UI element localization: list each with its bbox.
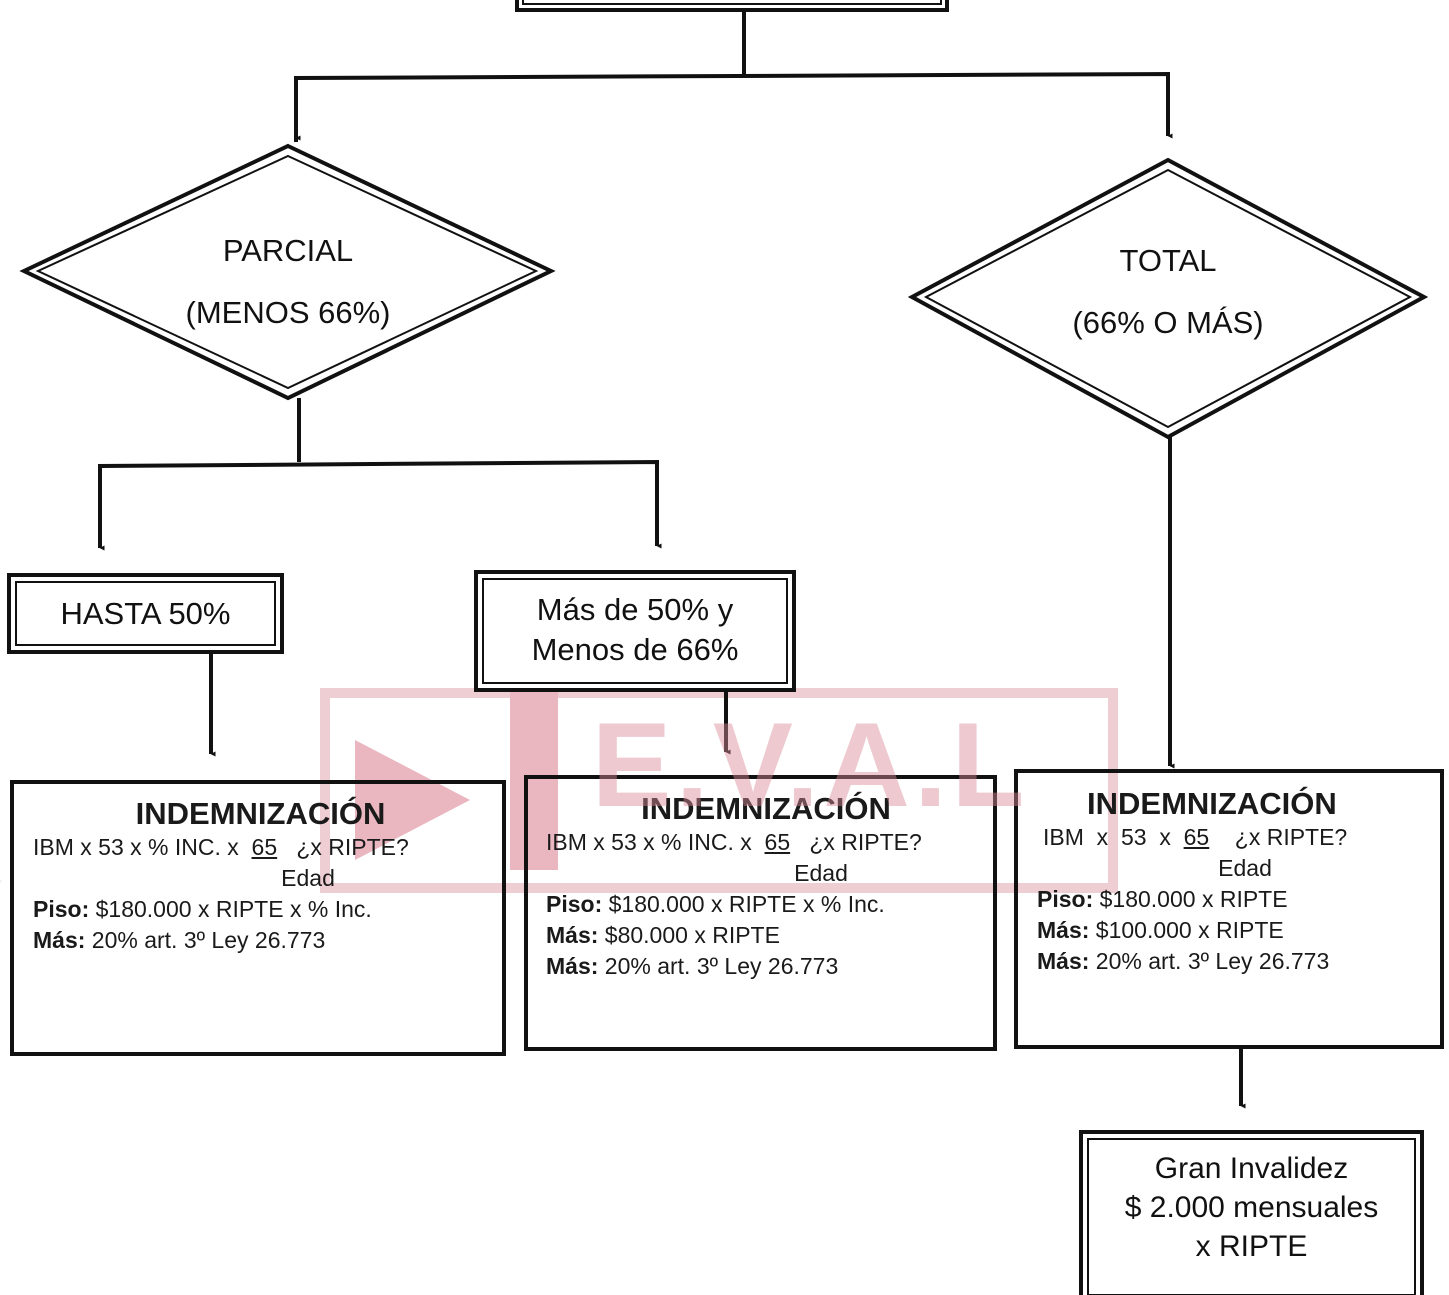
gran-invalidez-line2: $ 2.000 mensuales [1124,1191,1379,1224]
decision-total-line1: TOTAL [1119,243,1217,278]
indem-1-formula-pre: IBM x 53 x % INC. x [33,834,239,860]
indem-2-item-0-label: Piso: [546,891,603,917]
indem-3-formula-pre: IBM x 53 x [1043,824,1171,850]
indem-3-item-2-label: Más: [1037,948,1090,974]
indem-1-title: INDEMNIZACIÓN [135,796,386,831]
range-mas50-line1: Más de 50% y [536,592,734,627]
indem-2-item-2-text: 20% art. 3º Ley 26.773 [604,953,839,979]
indem-2-item-1-label: Más: [546,922,599,948]
range-mas50-box [474,570,796,692]
indem-3-item-2-text: 20% art. 3º Ley 26.773 [1095,948,1330,974]
decision-parcial-line1: PARCIAL [222,233,354,268]
watermark-text: E.V.A.L [591,698,1029,832]
indem-2-content: INDEMNIZACIÓN IBM x 53 x % INC. x 65 ¿x … [546,791,986,982]
indem-3-item-1: Más: $100.000 x RIPTE [1037,915,1437,946]
indem-3-item-2: Más: 20% art. 3º Ley 26.773 [1037,946,1437,977]
parcial-connector [98,398,659,546]
indem-3-item-0-label: Piso: [1037,886,1094,912]
indem-3-item-1-label: Más: [1037,917,1090,943]
indem-3-formula: IBM x 53 x 65 ¿x RIPTE? [1037,822,1437,853]
range-hasta50-box [7,573,284,654]
range-mas50-label: Más de 50% y Menos de 66% [483,590,787,670]
indem-box-1 [10,780,506,1056]
indem-1-formula-post: ¿x RIPTE? [296,834,409,860]
indem-2-item-1-text: $80.000 x RIPTE [604,922,780,948]
indem-3-formula-post: ¿x RIPTE? [1234,824,1348,850]
indem-3-item-1-text: $100.000 x RIPTE [1095,917,1284,943]
indem-3-content: INDEMNIZACIÓN IBM x 53 x 65 ¿x RIPTE? Ed… [1037,786,1437,977]
top-box [515,0,949,12]
indem-1-item-1: Más: 20% art. 3º Ley 26.773 [33,925,488,956]
gran-invalidez-line3: x RIPTE [1195,1230,1308,1263]
range-hasta50-label: HASTA 50% [60,596,231,631]
indem-3-formula-num: 65 [1183,824,1210,850]
range-mas50-line2: Menos de 66% [531,632,739,667]
indem-2-item-2: Más: 20% art. 3º Ley 26.773 [546,951,986,982]
indem-3-item-0: Piso: $180.000 x RIPTE [1037,884,1437,915]
indem-1-item-0-label: Piso: [33,896,90,922]
indem-2-item-0: Piso: $180.000 x RIPTE x % Inc. [546,889,986,920]
decision-parcial-label: PARCIAL (MENOS 66%) [88,220,488,344]
indem-1-item-1-label: Más: [33,927,86,953]
indem-1-item-1-text: 20% art. 3º Ley 26.773 [91,927,326,953]
indem-1-formula-den: Edad [281,865,335,891]
decision-total-label: TOTAL (66% O MÁS) [968,230,1368,354]
watermark-logo [0,688,1118,970]
indem-1-item-0: Piso: $180.000 x RIPTE x % Inc. [33,894,488,925]
indem-2-formula: IBM x 53 x % INC. x 65 ¿x RIPTE? [546,827,986,858]
indem-2-item-0-text: $180.000 x RIPTE x % Inc. [608,891,885,917]
indem-3-item-0-text: $180.000 x RIPTE [1099,886,1288,912]
indem-1-formula: IBM x 53 x % INC. x 65 ¿x RIPTE? [33,832,488,863]
gran-invalidez-label: Gran Invalidez $ 2.000 mensuales x RIPTE [1088,1149,1415,1266]
decision-total-line2: (66% O MÁS) [1072,305,1264,340]
indem-2-item-2-label: Más: [546,953,599,979]
gran-invalidez-box [1079,1130,1424,1295]
indem-3-formula-den: Edad [1218,855,1272,881]
indem-2-formula-num: 65 [764,829,791,855]
indem-box-2 [524,775,997,1051]
indem-2-title: INDEMNIZACIÓN [641,791,891,826]
top-connector [294,10,1173,142]
indem-1-content: INDEMNIZACIÓN IBM x 53 x % INC. x 65 ¿x … [33,796,488,956]
gran-invalidez-line1: Gran Invalidez [1154,1152,1349,1185]
decision-parcial-diamond [19,143,556,401]
watermark-play-icon [355,740,470,860]
indem-2-formula-post: ¿x RIPTE? [809,829,922,855]
indem-box-3 [1014,769,1444,1049]
indem-3-title: INDEMNIZACIÓN [1087,786,1337,821]
indem-2-item-1: Más: $80.000 x RIPTE [546,920,986,951]
indem-1-formula-num: 65 [251,834,278,860]
indem-2-formula-pre: IBM x 53 x % INC. x [546,829,752,855]
indem-2-formula-den: Edad [794,860,848,886]
indem-1-item-0-text: $180.000 x RIPTE x % Inc. [95,896,372,922]
decision-parcial-line2: (MENOS 66%) [185,295,391,330]
